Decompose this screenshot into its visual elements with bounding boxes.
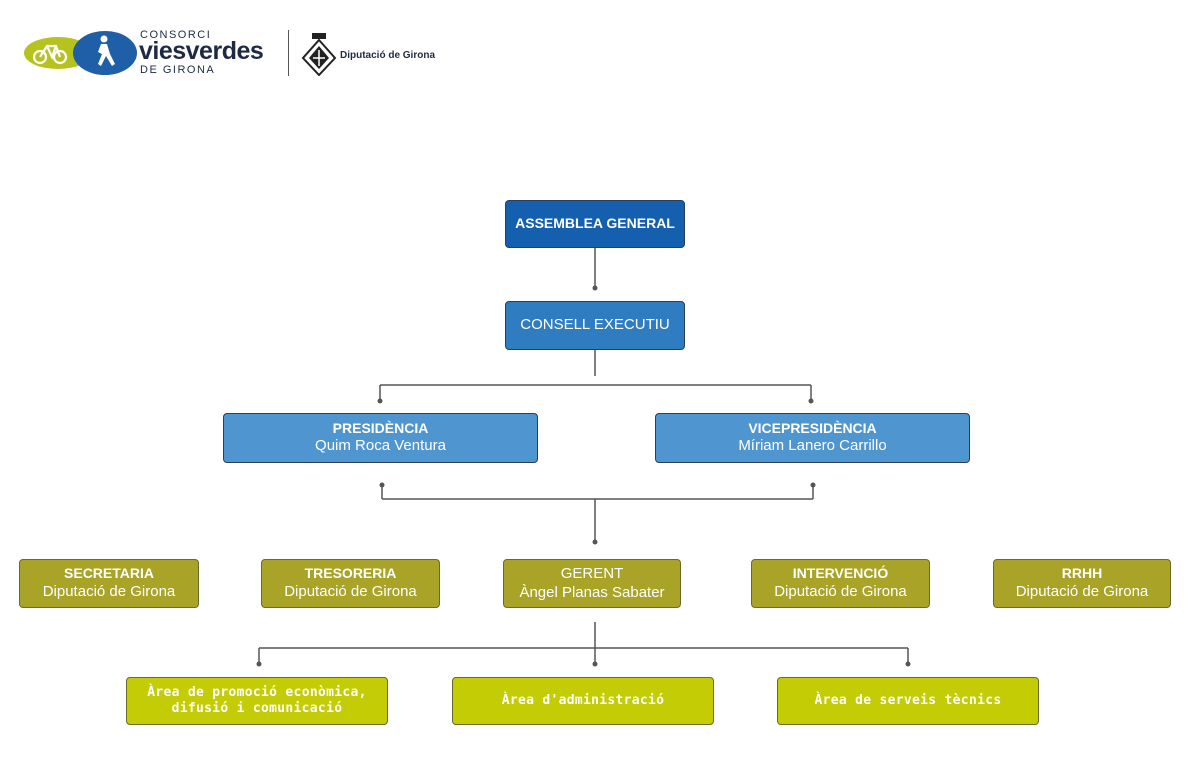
area-promocio-box: Àrea de promoció econòmica, difusió i co…: [126, 677, 388, 725]
vicepresidencia-title: VICEPRESIDÈNCIA: [748, 419, 877, 436]
diputacio-label: Diputació de Girona: [340, 50, 436, 61]
rrhh-title: RRHH: [1061, 565, 1103, 582]
gerent-box: GERENT Àngel Planas Sabater: [503, 559, 681, 608]
rrhh-name: Diputació de Girona: [1015, 582, 1149, 600]
area-promocio-line1: Àrea de promoció econòmica,: [147, 684, 367, 700]
viesverdes-icon: [24, 31, 137, 75]
area-promocio-line2: difusió i comunicació: [171, 701, 343, 716]
tresoreria-name: Diputació de Girona: [284, 582, 417, 600]
area-administracio-label: Àrea d'administració: [501, 692, 665, 708]
gerent-title: GERENT: [560, 564, 624, 582]
presidencia-title: PRESIDÈNCIA: [332, 419, 429, 436]
presidencia-name: Quim Roca Ventura: [315, 437, 446, 455]
vicepresidencia-name: Míriam Lanero Carrillo: [738, 437, 887, 455]
gerent-name: Àngel Planas Sabater: [519, 583, 665, 601]
intervencio-box: INTERVENCIÓ Diputació de Girona: [751, 559, 930, 608]
area-serveis-tecnics-label: Àrea de serveis tècnics: [814, 692, 1002, 708]
consell-executiu-box: CONSELL EXECUTIU: [505, 301, 685, 350]
presidencia-box: PRESIDÈNCIA Quim Roca Ventura: [223, 413, 538, 463]
assemblea-general-label: ASSEMBLEA GENERAL: [515, 215, 675, 232]
de-girona-label: DE GIRONA: [140, 64, 216, 76]
vicepresidencia-box: VICEPRESIDÈNCIA Míriam Lanero Carrillo: [655, 413, 970, 463]
area-serveis-tecnics-box: Àrea de serveis tècnics: [777, 677, 1039, 725]
area-administracio-box: Àrea d'administració: [452, 677, 714, 725]
assemblea-general-box: ASSEMBLEA GENERAL: [505, 200, 685, 248]
rrhh-box: RRHH Diputació de Girona: [993, 559, 1171, 608]
viesverdes-label: viesverdes: [139, 37, 264, 65]
intervencio-title: INTERVENCIÓ: [792, 565, 889, 582]
secretaria-name: Diputació de Girona: [42, 582, 176, 600]
tresoreria-box: TRESORERIA Diputació de Girona: [261, 559, 440, 608]
secretaria-title: SECRETARIA: [64, 565, 154, 582]
diputacio-shield-icon: [301, 33, 337, 77]
logo-divider: [288, 30, 289, 76]
tresoreria-title: TRESORERIA: [304, 565, 397, 582]
consorci-label: CONSORCI: [140, 29, 212, 41]
diputacio-logo: [301, 32, 337, 77]
intervencio-name: Diputació de Girona: [774, 582, 907, 600]
secretaria-box: SECRETARIA Diputació de Girona: [19, 559, 199, 608]
consell-executiu-label: CONSELL EXECUTIU: [520, 316, 670, 334]
viesverdes-logo: [18, 30, 138, 76]
